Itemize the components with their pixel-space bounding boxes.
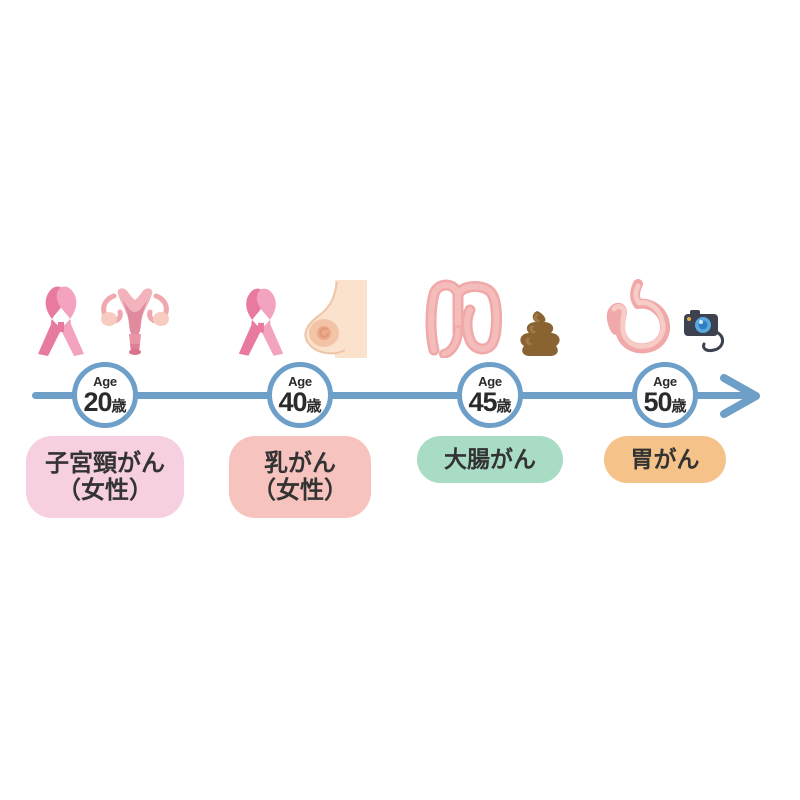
age-number: 20	[83, 386, 112, 417]
timeline-arrow-right	[720, 374, 760, 418]
pill-primary-text: 子宮頸がん	[45, 450, 165, 478]
pill-secondary-text: （女性）	[57, 477, 153, 504]
age-value: 20 歳	[83, 386, 127, 417]
pill-primary-text: 胃がん	[630, 445, 700, 472]
age-unit: 歳	[111, 397, 127, 415]
timeline-axis	[32, 392, 754, 399]
pill-primary-text: 大腸がん	[444, 445, 536, 472]
milestone-age-50: Age 50 歳 胃がん	[565, 0, 765, 800]
age-value: 50 歳	[643, 386, 687, 417]
age-label: Age	[653, 373, 677, 389]
age-label: Age	[93, 373, 117, 389]
cancer-label-pill-cervical[interactable]: 子宮頸がん （女性）	[26, 436, 184, 518]
age-label: Age	[478, 373, 502, 389]
age-unit: 歳	[671, 397, 687, 415]
breast-icon	[304, 280, 367, 358]
large-intestine-icon	[425, 279, 502, 358]
age-marker-50[interactable]: Age 50 歳	[632, 362, 698, 428]
milestone-age-20: Age 20 歳 子宮頸がん （女性）	[5, 0, 205, 800]
age-marker-40[interactable]: Age 40 歳	[267, 362, 333, 428]
endoscope-camera-icon	[684, 310, 724, 352]
stomach-icon	[606, 279, 670, 354]
age-unit: 歳	[496, 397, 512, 415]
age-marker-45[interactable]: Age 45 歳	[457, 362, 523, 428]
pink-ribbon-icon	[238, 288, 284, 356]
age-number: 50	[643, 386, 672, 417]
pill-secondary-text: （女性）	[252, 477, 348, 504]
age-number: 40	[278, 386, 307, 417]
milestone-age-45: Age 45 歳 大腸がん	[390, 0, 590, 800]
pill-primary-text: 乳がん	[264, 450, 336, 478]
milestone-icons-age-50	[565, 276, 765, 358]
milestone-icons-age-20	[5, 276, 205, 358]
cancer-label-pill-colorectal[interactable]: 大腸がん	[417, 436, 563, 483]
cancer-label-pill-breast[interactable]: 乳がん （女性）	[229, 436, 371, 518]
age-value: 40 歳	[278, 386, 322, 417]
cancer-label-pill-gastric[interactable]: 胃がん	[604, 436, 726, 483]
uterus-icon	[101, 288, 169, 355]
milestone-age-40: Age 40 歳 乳がん （女性）	[200, 0, 400, 800]
milestone-icons-age-45	[390, 276, 590, 358]
milestone-icons-age-40	[200, 276, 400, 358]
stool-icon	[520, 311, 560, 356]
age-label: Age	[288, 373, 312, 389]
age-number: 45	[468, 386, 497, 417]
pink-ribbon-icon	[38, 286, 84, 356]
age-marker-20[interactable]: Age 20 歳	[72, 362, 138, 428]
age-unit: 歳	[306, 397, 322, 415]
age-value: 45 歳	[468, 386, 512, 417]
